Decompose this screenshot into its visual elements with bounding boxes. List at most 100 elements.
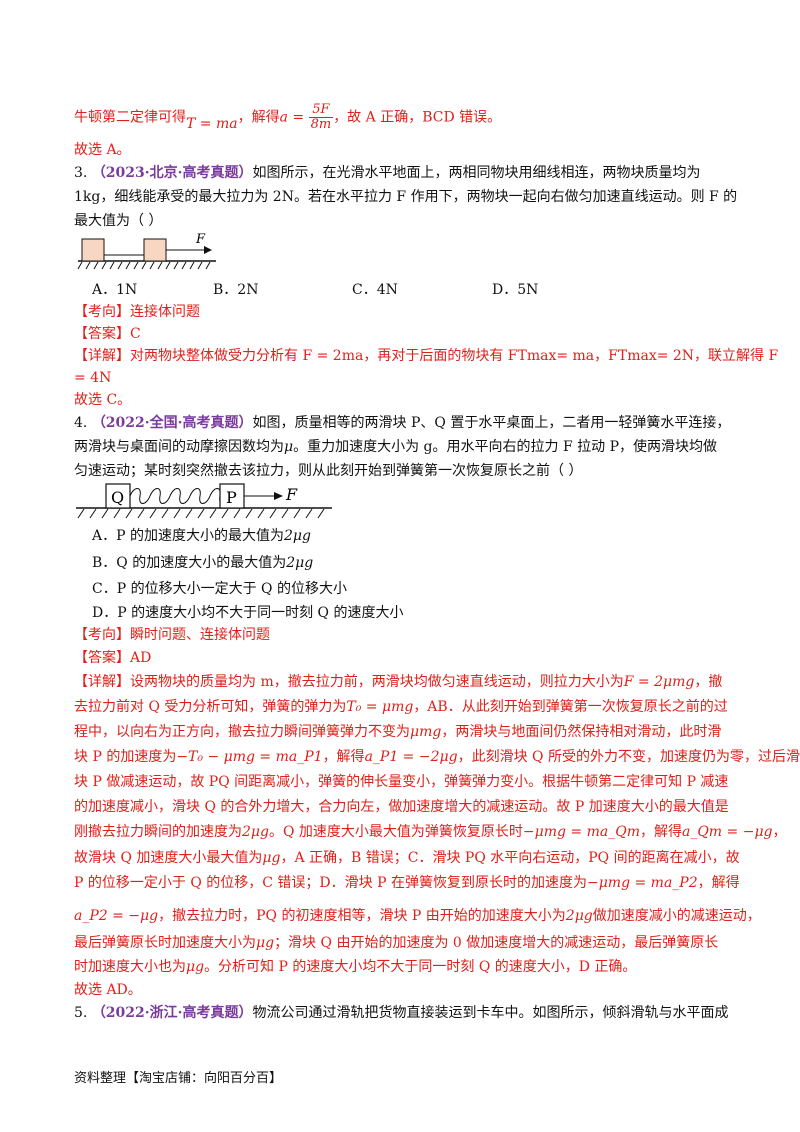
q3-stem-2: 1kg，细线能承受的最大拉力为 2N。若在水平拉力 F 作用下，两物块一起向右做…: [74, 189, 738, 205]
option-b-text: B．Q 的加速度大小的最大值为: [92, 555, 287, 571]
q4-detail-line-2: 去拉力前对 Q 受力分析可知，弹簧的弹力为T₀ = μmg，AB．从此刻开始到弹…: [74, 697, 740, 717]
q5-stem-1: 物流公司通过滑轨把货物直接装运到卡车中。如图所示，倾斜滑轨与水平面成: [252, 1005, 729, 1021]
q3-option-c: C．4N: [352, 282, 398, 298]
detail-text: 。Q 加速度大小最大值为弹簧恢复原长时: [268, 824, 523, 840]
detail-text: 做加速度减小的减速运动，: [592, 908, 761, 924]
block-left: [81, 238, 105, 262]
answer-label: 【答案】: [74, 326, 130, 342]
pull-arrowhead: [274, 492, 283, 500]
q3-option-d: D．5N: [492, 282, 539, 298]
kaoxiang-label: 【考向】: [74, 627, 130, 643]
q4-detail-line-9: P 的位移一定小于 Q 的位移，C 错误；D．滑块 P 在弹簧恢复到原长时的加速…: [74, 873, 740, 893]
detail-label: 【详解】: [74, 674, 130, 690]
kaoxiang-value: 连接体问题: [130, 304, 200, 320]
equation: 2μg: [242, 824, 269, 840]
equation: 2μg: [565, 908, 593, 924]
detail-text: ，撤: [694, 674, 723, 690]
q3-stem-3: 最大值为（ ）: [74, 213, 163, 229]
fraction-denominator: 8m: [310, 117, 332, 132]
equation: a_P1 = −2μg: [364, 749, 458, 765]
option-b-math: 2μg: [286, 555, 314, 571]
equation: T₀ = μmg: [346, 699, 414, 715]
q3-detail-3: 故选 C。: [74, 392, 132, 408]
detail-text: 程中，以向右为正方向，撤去拉力瞬间弹簧弹力不变为: [74, 724, 410, 740]
detail-text: 对两物块整体做受力分析有 F = 2ma，再对于后面的物块有 FTmax= ma…: [130, 348, 779, 364]
kaoxiang-value: 瞬时问题、连接体问题: [130, 627, 270, 643]
equation: μg: [256, 935, 275, 951]
intro-text-c: ，故 A 正确，BCD 错误。: [333, 109, 502, 126]
equation: a_Qm = −μg: [681, 824, 773, 840]
fraction-numerator: 5F: [308, 103, 334, 118]
q3-detail-2: = 4N: [74, 370, 112, 386]
q4-number: 4.: [74, 415, 88, 431]
detail-text: 刚撤去拉力瞬间的加速度为: [74, 824, 242, 840]
detail-text: 时加速度大小也为: [74, 959, 186, 975]
q3-source-tag: （2023·北京·高考真题）: [91, 165, 253, 181]
equation-a-lhs: a =: [279, 109, 305, 126]
equation: μmg: [410, 724, 442, 740]
q4-detail-line-4: 块 P 的加速度为−T₀ − μmg = ma_P1，解得a_P1 = −2μg…: [74, 747, 800, 767]
answer-value: C: [130, 326, 141, 342]
detail-text: 故滑块 Q 加速度大小最大值为: [74, 850, 263, 866]
equation: −μmg = ma_Qm: [522, 824, 640, 840]
detail-text: ，解得: [639, 824, 682, 840]
q4-detail-line-1: 【详解】设两物块的质量均为 m，撤去拉力前，两滑块均做匀速直线运动，则拉力大小为…: [74, 672, 740, 692]
q4-stem-2a: 两滑块与桌面间的动摩擦因数均为: [74, 439, 284, 455]
q4-detail-line-12: 时加速度大小也为μg。分析可知 P 的速度大小均不大于同一时刻 Q 的速度大小，…: [74, 957, 740, 977]
detail-label: 【详解】: [74, 348, 130, 364]
detail-text: 最后弹簧原长时加速度大小为: [74, 935, 256, 951]
table-hatching: [77, 508, 325, 519]
intro-text-a: 牛顿第二定律可得: [74, 109, 186, 126]
q3-figure-two-blocks: F: [77, 232, 216, 270]
equation: μg: [262, 850, 281, 866]
page-footer: 资料整理【淘宝店铺：向阳百分百】: [74, 1071, 283, 1086]
q4-stem-2b: 。重力加速度大小为 g。用水平向右的拉力 F 拉动 P，使两滑块均做: [293, 439, 718, 455]
q4-detail-line-11: 最后弹簧原长时加速度大小为μg；滑块 Q 由开始的加速度为 0 做加速度增大的减…: [74, 933, 740, 953]
q3-option-a: A．1N: [92, 282, 138, 298]
answer-label: 【答案】: [74, 650, 130, 666]
equation: a_P2 = −μg: [74, 908, 159, 924]
q4-answer: 【答案】AD: [74, 648, 740, 668]
q4-stem-line-1: 4. （2022·全国·高考真题）如图，质量相等的两滑块 P、Q 置于水平桌面上…: [74, 413, 740, 433]
kaoxiang-label: 【考向】: [74, 304, 130, 320]
force-label: F: [195, 232, 206, 247]
option-a-text: A．P 的加速度大小的最大值为: [92, 528, 284, 544]
q3-option-b: B．2N: [213, 282, 259, 298]
q5-source-tag: （2022·浙江·高考真题）: [91, 1005, 253, 1021]
q4-option-a: A．P 的加速度大小的最大值为2μg: [92, 526, 311, 546]
q4-detail-line-8: 故滑块 Q 加速度大小最大值为μg，A 正确，B 错误；C．滑块 PQ 水平向右…: [74, 848, 740, 868]
intro-text-b: ，解得: [237, 109, 280, 126]
block-right: [143, 238, 167, 262]
q4-figure-spring-blocks: Q P F: [76, 483, 332, 519]
block-q: [105, 483, 131, 509]
equation: F = 2μmg: [623, 674, 695, 690]
q4-option-b: B．Q 的加速度大小的最大值为2μg: [92, 553, 313, 573]
detail-text: ，A 正确，B 错误；C．滑块 PQ 水平向右运动，PQ 间的距离在减小，故: [280, 850, 740, 866]
equation-t-ma: T = ma: [186, 115, 238, 132]
answer-value: AD: [130, 650, 152, 666]
q4-stem-1: 如图，质量相等的两滑块 P、Q 置于水平桌面上，二者用一轻弹簧水平连接，: [252, 415, 731, 431]
q4-stem-3: 匀速运动；某时刻突然撤去该拉力，则从此刻开始到弹簧第一次恢复原长之前（ ）: [74, 463, 583, 479]
detail-text: ，解得: [322, 749, 365, 765]
equation: −μmg = ma_P2: [586, 875, 698, 891]
equation: μg: [186, 959, 205, 975]
q3-stem-line-1: 3. （2023·北京·高考真题）如图所示，在光滑水平地面上，两相同物块用细线相…: [74, 163, 740, 183]
detail-text: ，撤去拉力时，PQ 的初速度相等，滑块 P 由开始的加速度大小为: [158, 908, 566, 924]
detail-text: P 的位移一定小于 Q 的位移，C 错误；D．滑块 P 在弹簧恢复到原长时的加速…: [74, 875, 587, 891]
ground-hatching: [77, 261, 211, 270]
detail-text: ，两滑块与地面间仍然保持相对滑动，此时滑: [441, 724, 722, 740]
detail-text: 设两物块的质量均为 m，撤去拉力前，两滑块均做匀速直线运动，则拉力大小为: [130, 674, 624, 690]
block-p-label: P: [226, 488, 237, 507]
q4-detail-line-7: 刚撤去拉力瞬间的加速度为2μg。Q 加速度大小最大值为弹簧恢复原长时−μmg =…: [74, 822, 787, 842]
force-arrowhead: [204, 246, 212, 254]
q4-stem-line-2: 两滑块与桌面间的动摩擦因数均为μ。重力加速度大小为 g。用水平向右的拉力 F 拉…: [74, 437, 740, 457]
detail-text: ，AB．从此刻开始到弹簧第一次恢复原长之前的过: [413, 699, 728, 715]
q4-option-d: D．P 的速度大小均不大于同一时刻 Q 的速度大小: [92, 605, 404, 621]
q4-option-c: C．P 的位移大小一定大于 Q 的位移大小: [92, 581, 347, 597]
detail-text: 块 P 的加速度为: [74, 749, 177, 765]
mu-symbol: μ: [284, 439, 294, 455]
detail-text: ，解得: [697, 875, 740, 891]
